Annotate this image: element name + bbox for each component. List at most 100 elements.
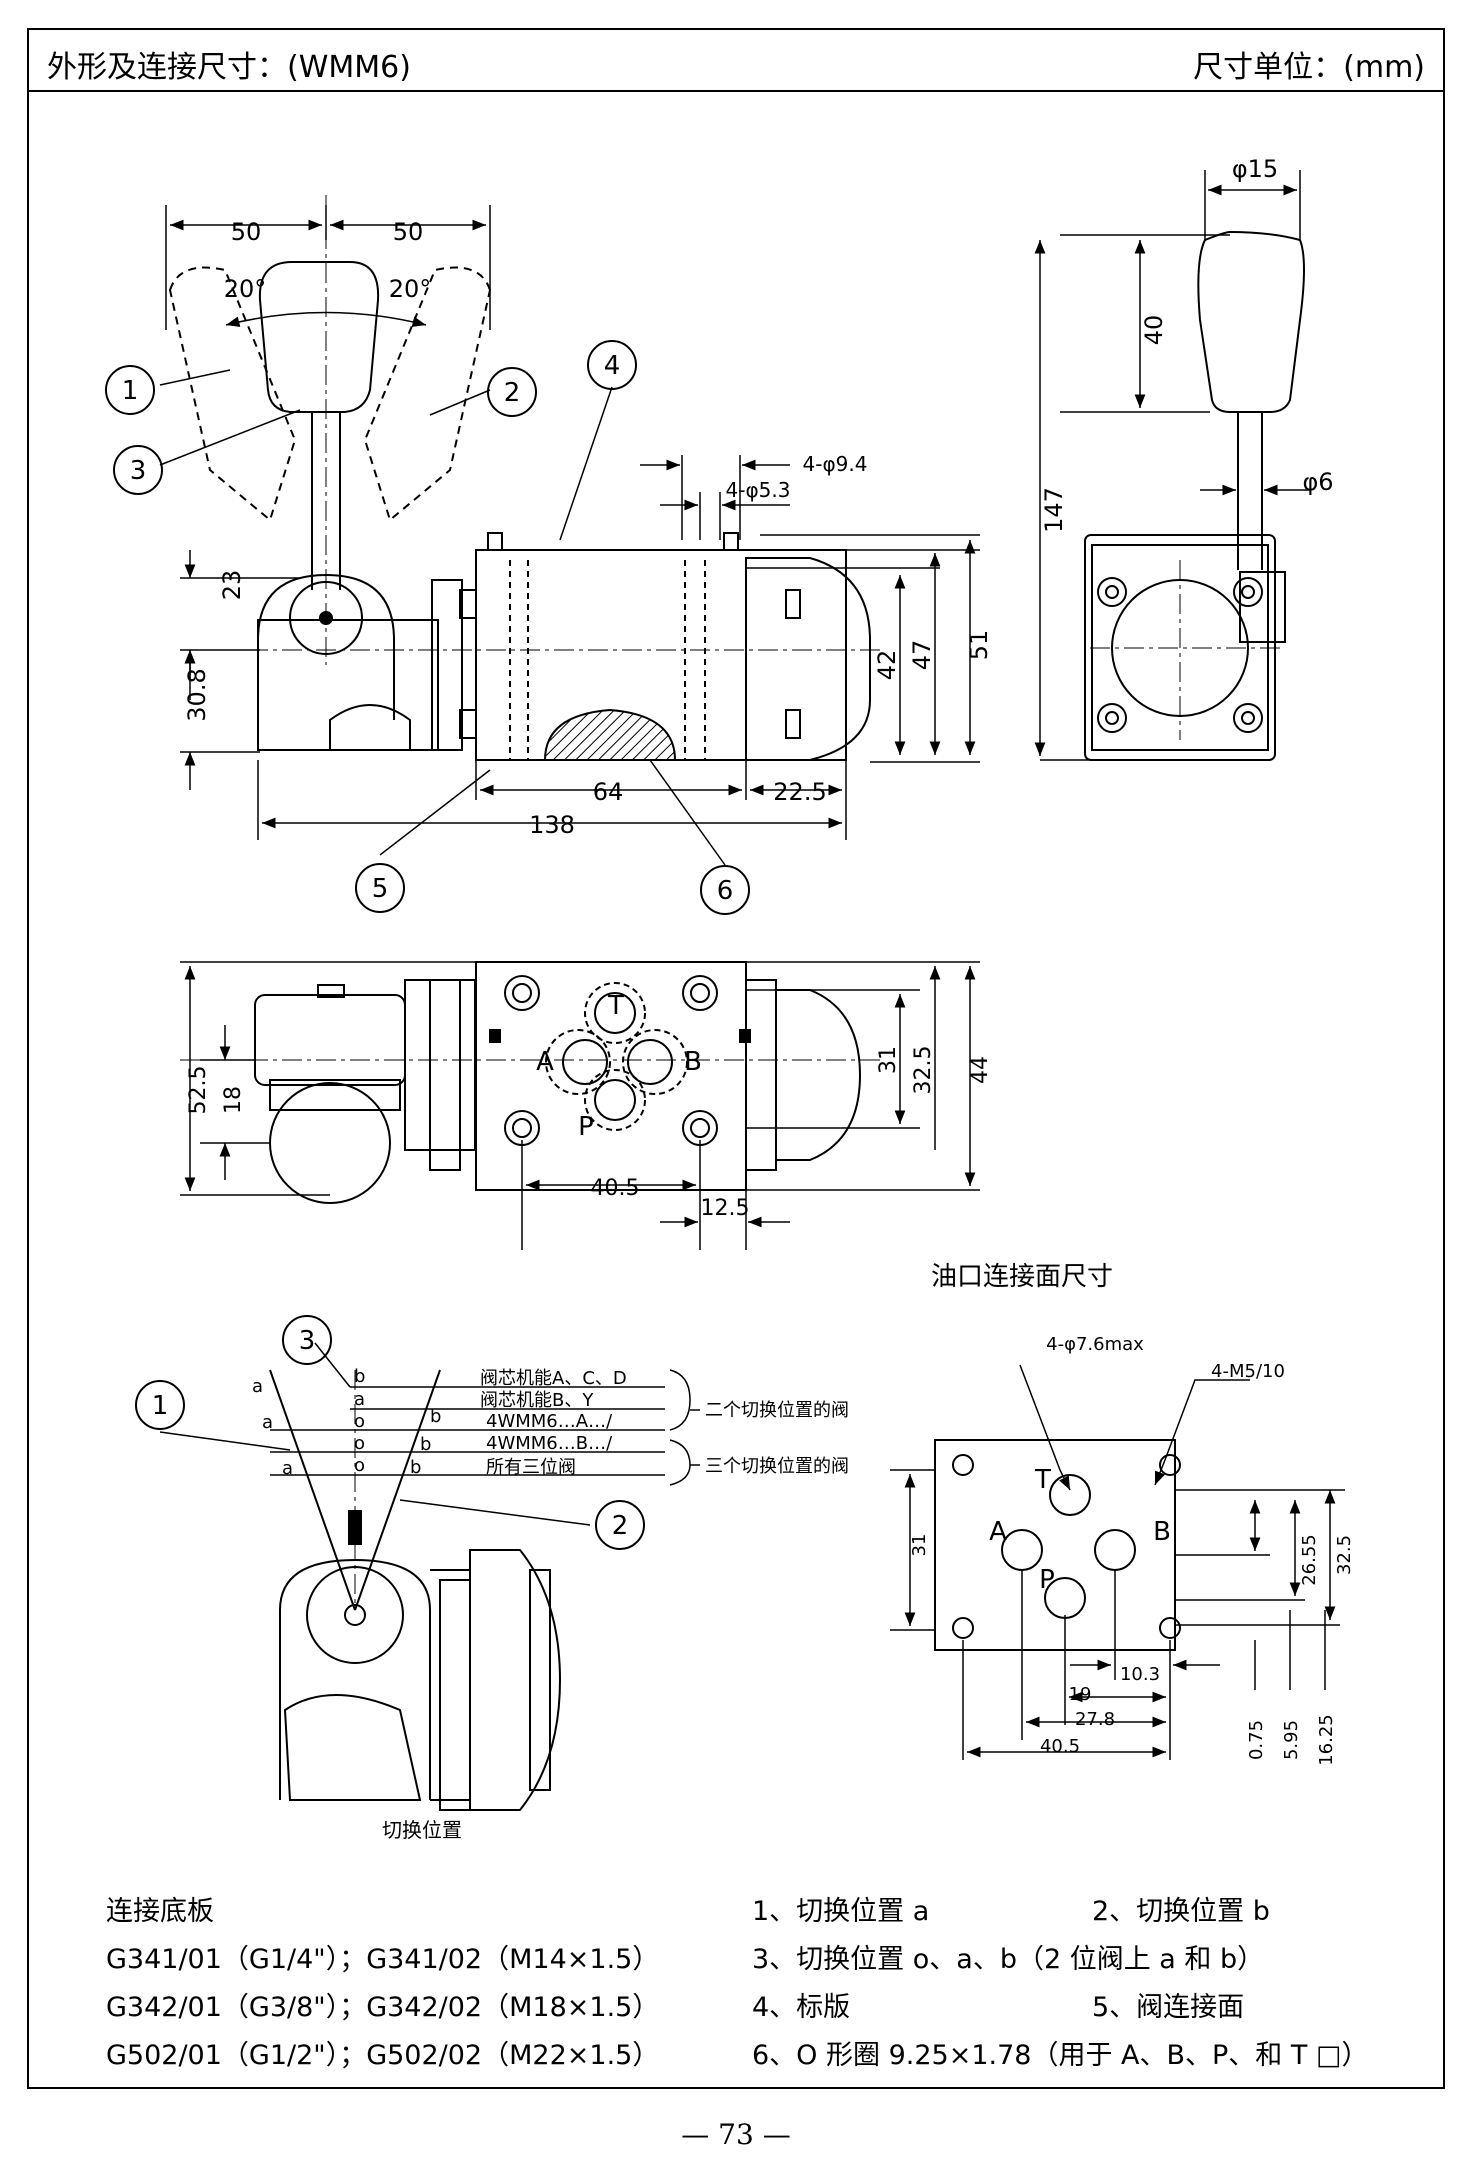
legend-item: 4、标版 <box>752 1992 851 2023</box>
dim-22-5: 22.5 <box>773 778 826 806</box>
face-dim-27-8: 27.8 <box>1075 1709 1115 1730</box>
callout-5-label: 5 <box>372 874 389 904</box>
legend-item: 5、阀连接面 <box>1092 1992 1245 2023</box>
callout-2-label: 2 <box>504 378 521 408</box>
dim-40-5: 40.5 <box>591 1176 640 1201</box>
top-view-dimensions <box>180 961 980 1250</box>
row-4-right: o <box>354 1455 365 1476</box>
face-dim-19: 19 <box>1069 1684 1092 1705</box>
legend-left-line: G502/01（G1/2"）；G502/02（M22×1.5） <box>106 2040 660 2071</box>
top-view-labels: T A B P 52.5 18 31 32.5 44 40.5 12.5 <box>186 991 993 1221</box>
page-frame: 外形及连接尺寸：(WMM6) 尺寸单位：(mm) <box>27 28 1445 2089</box>
dim-23: 23 <box>218 570 246 601</box>
face-dim-32-5: 32.5 <box>1334 1535 1355 1575</box>
switch-row-texts: a b 阀芯机能A、C、D a 阀芯机能B、Y a o b 4WMM6…A…/ … <box>252 1366 849 1842</box>
holes-label: 4-φ7.6max <box>1046 1334 1144 1355</box>
unit-label: 尺寸单位：(mm) <box>1193 50 1425 85</box>
side-view-labels: φ15 40 147 φ6 <box>1040 155 1334 533</box>
port-a-label: A <box>536 1047 554 1077</box>
port-p-label: P <box>578 1112 594 1142</box>
page-number: — 73 — <box>681 2118 791 2151</box>
switch-diagram-labels: 3 1 2 <box>152 1326 629 1541</box>
legend-item: 3、切换位置 o、a、b（2 位阀上 a 和 b） <box>752 1944 1265 1975</box>
page-title: 外形及连接尺寸：(WMM6) <box>47 50 411 85</box>
dim-12-5: 12.5 <box>701 1196 750 1221</box>
dim-holes-5-3: 4-φ5.3 <box>726 478 791 502</box>
face-port-t: T <box>1034 1465 1051 1495</box>
callout-3-label: 3 <box>130 456 147 486</box>
face-port-b: B <box>1153 1517 1171 1547</box>
row-2-text: 4WMM6…A…/ <box>486 1411 613 1432</box>
row-2-right: o <box>354 1411 365 1432</box>
dim-holes-9-4: 4-φ9.4 <box>803 452 868 476</box>
row-3-right: o <box>354 1433 365 1454</box>
side-view-dimensions <box>1034 170 1310 761</box>
legend-right-col1: 1、切换位置 a 3、切换位置 o、a、b（2 位阀上 a 和 b） 4、标版 … <box>752 1888 1368 2080</box>
callout-3 <box>113 445 163 495</box>
side-view <box>1084 230 1305 761</box>
port-face-title: 油口连接面尺寸 <box>931 1262 1113 1292</box>
face-dim-31: 31 <box>909 1534 930 1557</box>
row-4-extra: b <box>410 1457 421 1478</box>
dim-52-5: 52.5 <box>186 1066 211 1115</box>
callout-4-label: 4 <box>604 351 621 381</box>
switch-callout-2 <box>595 1500 645 1550</box>
switch-callout-1 <box>135 1380 185 1430</box>
angle-20-left: 20° <box>224 275 267 303</box>
dim-138: 138 <box>529 811 575 839</box>
dim-50-left: 50 <box>231 218 262 246</box>
section-hatch <box>543 708 677 761</box>
switch-callout-3-label: 3 <box>299 1326 316 1356</box>
dim-50-right: 50 <box>393 218 424 246</box>
legend-spacer <box>1092 1936 1270 1984</box>
switch-callout-1-label: 1 <box>152 1391 169 1421</box>
brace-label-two: 二个切换位置的阀 <box>705 1400 849 1421</box>
port-face-dimensions <box>890 1364 1345 1760</box>
dim-40: 40 <box>1140 315 1168 346</box>
switch-callout-3 <box>282 1315 332 1365</box>
row-4-left: a <box>282 1458 293 1479</box>
legend-item: 6、O 形圈 9.25×1.78（用于 A、B、P、和 T □） <box>752 2040 1369 2071</box>
port-t-label: T <box>607 991 624 1021</box>
dim-30-8: 30.8 <box>183 668 211 721</box>
port-b-label: B <box>684 1047 702 1077</box>
face-dim-16-25: 16.25 <box>1316 1714 1337 1766</box>
front-view-labels: 1 2 3 4 5 6 50 50 20° 20° 64 22.5 138 4-… <box>122 218 993 906</box>
dim-42: 42 <box>873 650 901 681</box>
legend-left-line: G341/01（G1/4"）；G341/02（M14×1.5） <box>106 1944 660 1975</box>
handle-knob <box>258 261 380 413</box>
switch-diagram-callouts <box>135 1315 645 1550</box>
threads-label: 4-M5/10 <box>1211 1361 1285 1382</box>
dim-32-5: 32.5 <box>911 1046 936 1095</box>
angle-20-right: 20° <box>389 275 432 303</box>
callout-6 <box>700 865 750 915</box>
callout-6-label: 6 <box>717 876 734 906</box>
dim-18: 18 <box>221 1086 246 1114</box>
header: 外形及连接尺寸：(WMM6) 尺寸单位：(mm) <box>29 30 1443 92</box>
callout-1 <box>105 365 155 415</box>
face-dim-26-55: 26.55 <box>1299 1534 1320 1586</box>
dim-51: 51 <box>965 630 993 661</box>
row-1-right: a <box>354 1389 365 1410</box>
row-4-text: 所有三位阀 <box>486 1457 576 1478</box>
row-0-text: 阀芯机能A、C、D <box>480 1368 627 1389</box>
legend-left-line: 连接底板 <box>106 1896 214 1927</box>
face-port-p: P <box>1039 1565 1055 1595</box>
dim-44: 44 <box>968 1056 993 1084</box>
legend-right-col2: 2、切换位置 b 5、阀连接面 <box>1092 1888 1270 2032</box>
dim-phi6: φ6 <box>1302 468 1333 496</box>
switch-caption: 切换位置 <box>382 1818 462 1842</box>
dim-phi15: φ15 <box>1232 155 1278 183</box>
row-0-right: b <box>354 1366 365 1387</box>
callout-2 <box>487 367 537 417</box>
dim-64: 64 <box>593 778 624 806</box>
top-view <box>180 961 880 1204</box>
brace-label-three: 三个切换位置的阀 <box>705 1456 849 1477</box>
callout-4 <box>587 340 637 390</box>
row-1-text: 阀芯机能B、Y <box>480 1390 594 1411</box>
switch-callout-2-label: 2 <box>612 1511 629 1541</box>
legend-item: 2、切换位置 b <box>1092 1896 1270 1927</box>
row-2-left: a <box>262 1412 273 1433</box>
legend-item: 1、切换位置 a <box>752 1896 930 1927</box>
